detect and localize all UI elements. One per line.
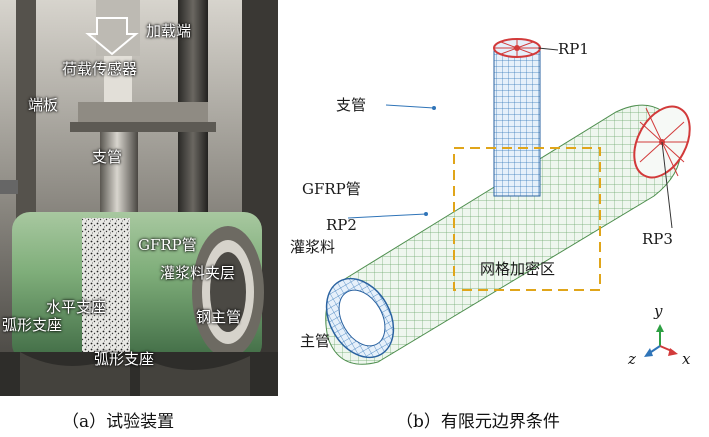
axis-label-z: z <box>628 350 636 368</box>
label-arc-support-right: 弧形支座 <box>94 350 155 368</box>
main-pipe-bore <box>338 289 386 347</box>
label-rp2: RP2 <box>326 216 357 234</box>
speckle-region <box>82 218 130 360</box>
caption-a: （a）试验装置 <box>62 412 175 432</box>
label-branch-pipe: 支管 <box>92 148 123 166</box>
end-plate-base <box>70 122 216 132</box>
arc-support-right-shape <box>140 356 250 396</box>
experiment-photo: 加载端 荷载传感器 端板 支管 GFRP管 灌浆料夹层 钢主管 水平支座 弧形支… <box>0 0 278 396</box>
arc-support-left-shape <box>20 352 130 396</box>
label-branch-pipe-fem: 支管 <box>336 96 367 114</box>
label-arc-support-left: 弧形支座 <box>2 316 63 334</box>
axis-label-x: x <box>682 350 691 368</box>
leader-lines <box>347 104 435 219</box>
label-gfrp-pipe: GFRP管 <box>138 236 197 254</box>
caption-b: （b）有限元边界条件 <box>396 412 560 432</box>
steel-main-bore <box>210 252 246 332</box>
label-horizontal-support: 水平支座 <box>46 298 107 316</box>
branch-pipe-mesh <box>493 45 541 197</box>
label-grout-layer: 灌浆料夹层 <box>160 264 236 282</box>
label-load-end: 加载端 <box>146 22 192 40</box>
label-end-plate: 端板 <box>28 96 59 114</box>
end-plate <box>78 102 208 122</box>
axis-label-y: y <box>654 302 663 320</box>
label-steel-main: 钢主管 <box>196 308 242 326</box>
load-arrow-icon <box>85 17 139 56</box>
rp3-leader <box>661 141 673 229</box>
axis-triad <box>644 324 678 357</box>
label-main-pipe: 主管 <box>300 332 331 350</box>
label-rp1: RP1 <box>558 40 589 58</box>
machine-frame-left <box>16 0 36 230</box>
label-load-sensor: 荷载传感器 <box>62 60 138 78</box>
test-setup-illustration <box>0 0 278 396</box>
dial-gauge <box>0 180 18 194</box>
load-cell <box>104 56 132 102</box>
branch-leader-dot <box>432 106 436 110</box>
label-gfrp-pipe-fem: GFRP管 <box>302 180 361 198</box>
rp1-point <box>514 45 520 51</box>
label-rp3: RP3 <box>642 230 673 248</box>
branch-pipe-steel <box>100 132 138 224</box>
loading-ram <box>96 0 140 56</box>
mesh-refine-box <box>453 147 601 291</box>
fem-model: RP1 支管 GFRP管 RP2 灌浆料 RP3 网格加密区 主管 y z x <box>286 0 709 396</box>
gfrp-leader-dot <box>424 212 428 216</box>
label-mesh-refine: 网格加密区 <box>480 260 556 278</box>
rp1-leader <box>537 47 559 51</box>
fem-mesh-illustration <box>325 38 691 365</box>
main-pipe-mesh <box>325 104 682 365</box>
label-grout: 灌浆料 <box>290 238 336 256</box>
